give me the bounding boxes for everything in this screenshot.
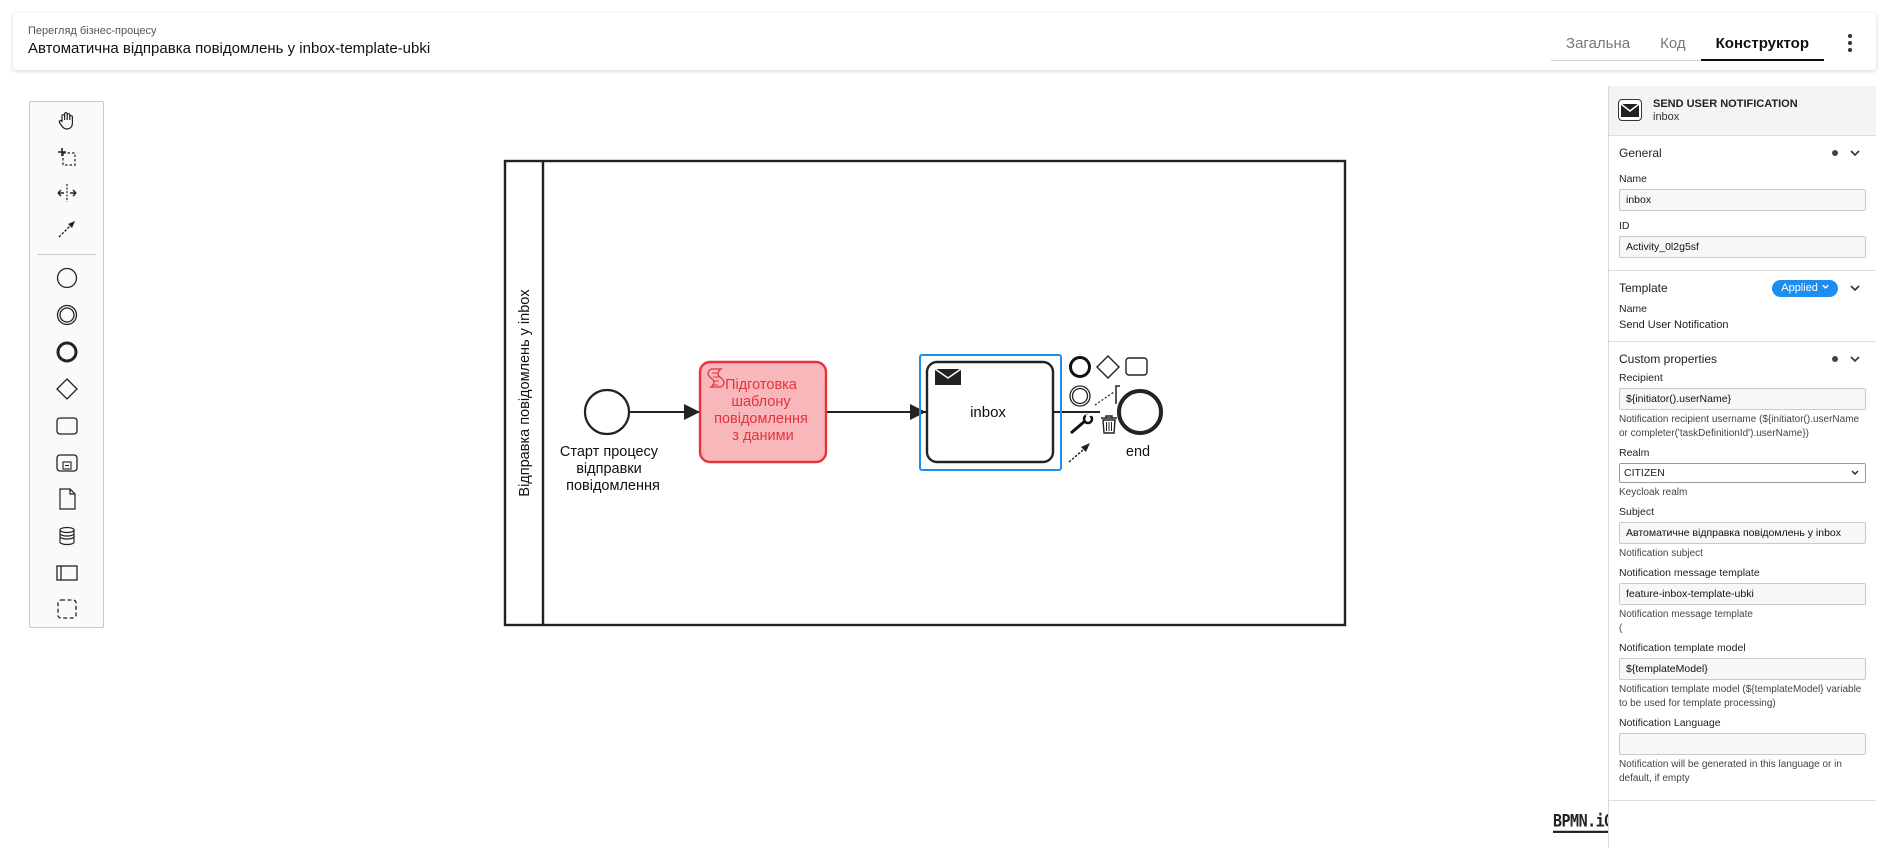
- page-subtitle: Перегляд бізнес-процесу: [28, 25, 157, 37]
- element-type: SEND USER NOTIFICATION: [1653, 98, 1798, 110]
- recipient-description: Notification recipient username (${initi…: [1619, 414, 1860, 439]
- send-task-icon: [1618, 99, 1642, 121]
- properties-panel: SEND USER NOTIFICATION inbox General Nam…: [1608, 86, 1876, 848]
- template-name-value: Send User Notification: [1619, 319, 1729, 331]
- gateway-icon[interactable]: [30, 374, 103, 404]
- start-event-label: Старт процесу відправки повідомлення: [560, 444, 662, 494]
- select-chevron-icon: [1851, 470, 1859, 475]
- page-title: Автоматична відправка повідомлень у inbo…: [28, 40, 431, 57]
- connect-icon[interactable]: [1068, 443, 1090, 463]
- script-task[interactable]: [698, 360, 828, 464]
- element-name: inbox: [1653, 111, 1680, 123]
- start-event[interactable]: [583, 388, 631, 436]
- view-tabs: Загальна Код Конструктор: [1551, 27, 1824, 61]
- pool[interactable]: [503, 159, 1347, 627]
- subprocess-icon[interactable]: [30, 448, 103, 478]
- delete-icon[interactable]: [1101, 415, 1117, 434]
- chevron-down-icon[interactable]: [1848, 146, 1862, 160]
- notification-language-input[interactable]: [1619, 733, 1866, 755]
- append-end-event-icon[interactable]: [1069, 356, 1091, 378]
- space-tool-icon[interactable]: [30, 178, 103, 208]
- modified-dot-icon: [1832, 356, 1838, 362]
- data-store-icon[interactable]: [30, 521, 103, 551]
- recipient-label: Recipient: [1619, 372, 1663, 384]
- panel-header: SEND USER NOTIFICATION inbox: [1609, 86, 1876, 136]
- name-input[interactable]: [1619, 189, 1866, 211]
- subject-input[interactable]: [1619, 522, 1866, 544]
- template-model-label: Notification template model: [1619, 642, 1746, 654]
- tool-palette: [29, 101, 104, 628]
- message-template-input[interactable]: [1619, 583, 1866, 605]
- app-header: Перегляд бізнес-процесу Автоматична відп…: [13, 13, 1876, 70]
- modified-dot-icon: [1832, 150, 1838, 156]
- subject-description: Notification subject: [1619, 548, 1703, 559]
- realm-description: Keycloak realm: [1619, 487, 1688, 498]
- start-event-icon[interactable]: [30, 263, 103, 293]
- change-type-wrench-icon[interactable]: [1070, 412, 1094, 435]
- lane-label: Відправка повідомлень у inbox: [517, 289, 533, 497]
- envelope-icon: [934, 368, 962, 385]
- append-task-icon[interactable]: [1125, 357, 1148, 376]
- intermediate-event-icon[interactable]: [30, 300, 103, 330]
- message-template-description: Notification message template: [1619, 609, 1753, 620]
- tab-code[interactable]: Код: [1660, 35, 1686, 52]
- bpmn-io-logo[interactable]: BPMN.iO: [1553, 812, 1613, 833]
- template-applied-badge[interactable]: Applied: [1772, 280, 1838, 297]
- subject-label: Subject: [1619, 506, 1655, 518]
- script-icon: [707, 368, 725, 388]
- lasso-tool-icon[interactable]: [30, 142, 103, 172]
- end-event[interactable]: [1117, 389, 1163, 435]
- id-input[interactable]: [1619, 236, 1866, 258]
- palette-divider: [37, 254, 96, 255]
- send-task[interactable]: [925, 360, 1055, 464]
- message-template-label: Notification message template: [1619, 567, 1760, 579]
- recipient-input[interactable]: [1619, 388, 1866, 410]
- group-general-title: General: [1619, 146, 1662, 160]
- id-label: ID: [1619, 220, 1630, 232]
- chevron-down-icon[interactable]: [1848, 281, 1862, 295]
- end-event-icon[interactable]: [30, 337, 103, 367]
- name-label: Name: [1619, 173, 1648, 185]
- group-general-header[interactable]: General: [1619, 136, 1866, 170]
- template-model-input[interactable]: [1619, 658, 1866, 680]
- template-name-label: Name: [1619, 303, 1648, 315]
- send-task-label: inbox: [970, 404, 1006, 421]
- notification-language-label: Notification Language: [1619, 717, 1721, 729]
- script-task-label: Підготовка шаблону повідомлення з даними: [714, 377, 812, 444]
- group-template: Template Applied Name Send User Notifica…: [1609, 271, 1876, 342]
- data-object-icon[interactable]: [30, 484, 103, 514]
- group-custom-properties: Custom properties Recipient Notification…: [1609, 342, 1876, 801]
- append-intermediate-event-icon[interactable]: [1069, 385, 1091, 407]
- group-custom-title: Custom properties: [1619, 352, 1718, 366]
- group-template-header[interactable]: Template Applied: [1619, 271, 1866, 305]
- group-general: General Name ID: [1609, 136, 1876, 271]
- realm-selected-value: CITIZEN: [1624, 467, 1665, 479]
- more-menu-icon[interactable]: [1838, 31, 1862, 55]
- pool-icon[interactable]: [30, 558, 103, 588]
- template-model-description: Notification template model (${templateM…: [1619, 684, 1862, 709]
- append-text-annotation-icon[interactable]: [1094, 385, 1120, 406]
- chevron-down-icon[interactable]: [1848, 352, 1862, 366]
- badge-chevron-icon: [1822, 284, 1829, 289]
- group-template-title: Template: [1619, 281, 1668, 295]
- realm-select[interactable]: CITIZEN: [1619, 463, 1866, 483]
- selection-outline: [919, 354, 1062, 471]
- append-gateway-icon[interactable]: [1096, 355, 1120, 379]
- hand-tool-icon[interactable]: [30, 106, 103, 136]
- context-pad: [1068, 355, 1148, 463]
- tab-constructor[interactable]: Конструктор: [1700, 27, 1824, 61]
- group-custom-header[interactable]: Custom properties: [1619, 342, 1866, 376]
- group-icon[interactable]: [30, 594, 103, 624]
- task-icon[interactable]: [30, 411, 103, 441]
- notification-language-description: Notification will be generated in this l…: [1619, 759, 1842, 784]
- tab-general[interactable]: Загальна: [1566, 35, 1631, 52]
- realm-label: Realm: [1619, 447, 1650, 459]
- global-connect-tool-icon[interactable]: [30, 214, 103, 244]
- end-event-label: end: [1126, 444, 1150, 460]
- message-template-description-extra: (: [1619, 623, 1623, 634]
